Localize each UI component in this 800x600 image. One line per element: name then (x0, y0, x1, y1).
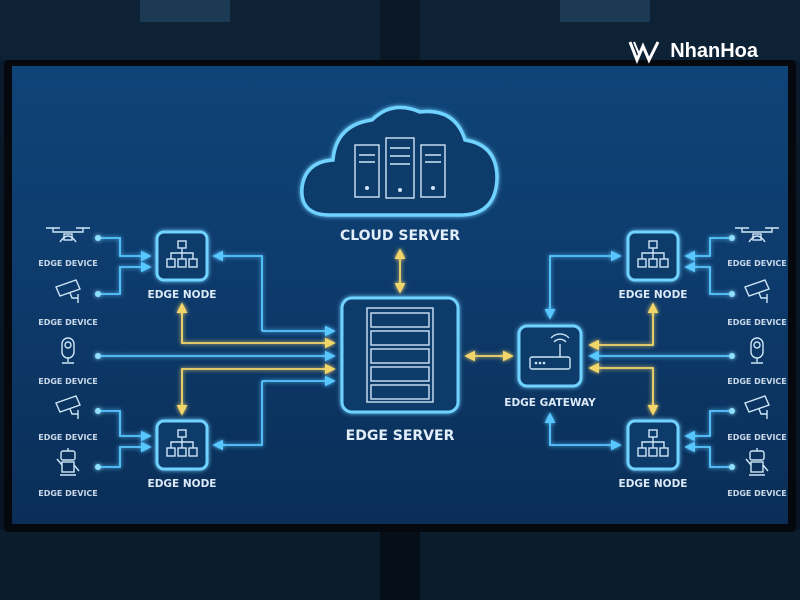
link (684, 261, 732, 295)
edge-node-label: EDGE NODE (619, 289, 688, 301)
edge-device-label: EDGE DEVICE (38, 433, 98, 442)
connection-lines (95, 235, 735, 470)
edge-device: EDGE DEVICE (727, 337, 787, 386)
nhanhoa-logo-mark (628, 41, 660, 64)
cloud-icon (300, 105, 499, 217)
link (176, 363, 336, 416)
hierarchy-icon (637, 429, 669, 457)
cloud-server (300, 105, 499, 217)
edge-device-label: EDGE DEVICE (38, 318, 98, 327)
smart-camera-icon (61, 337, 75, 364)
ceiling (0, 0, 800, 60)
link (684, 441, 732, 468)
edge-gateway-label: EDGE GATEWAY (504, 397, 596, 409)
brand-name: NhanHoa (670, 39, 758, 62)
edge-server-label: EDGE SERVER (346, 428, 455, 444)
edge-device: EDGE DEVICE (38, 448, 98, 498)
cloud-server-label: CLOUD SERVER (340, 228, 460, 244)
edge-device-label: EDGE DEVICE (727, 433, 787, 442)
security-camera-icon (55, 279, 81, 303)
edge-device: EDGE DEVICE (727, 279, 787, 327)
drone-icon (735, 227, 779, 243)
edge-device-label: EDGE DEVICE (727, 318, 787, 327)
edge-device: EDGE DEVICE (38, 395, 98, 442)
edge-device: EDGE DEVICE (38, 337, 98, 386)
edge-node-label: EDGE NODE (619, 478, 688, 490)
link (684, 237, 732, 262)
edge-device: EDGE DEVICE (727, 448, 787, 498)
edge-device: EDGE DEVICE (38, 279, 98, 327)
edge-node (155, 419, 209, 471)
smart-camera-icon (750, 337, 764, 364)
edge-device-label: EDGE DEVICE (727, 377, 787, 386)
edge-node-label: EDGE NODE (148, 478, 217, 490)
edge-device-label: EDGE DEVICE (38, 489, 98, 498)
edge-node (626, 419, 680, 471)
server-rack-icon (354, 137, 446, 199)
link (588, 302, 659, 351)
link (98, 237, 152, 262)
link (98, 261, 152, 295)
link (212, 381, 263, 451)
monitor-stand (380, 530, 420, 600)
edge-device: EDGE DEVICE (727, 395, 787, 442)
hierarchy-icon (166, 240, 198, 268)
nhanhoa-logo: NhanHoa (628, 38, 758, 64)
security-camera-icon (744, 279, 770, 303)
edge-device-label: EDGE DEVICE (727, 259, 787, 268)
edge-device-label: EDGE DEVICE (38, 377, 98, 386)
link-endpoints (95, 235, 735, 470)
link (98, 441, 152, 468)
edge-node (155, 230, 209, 282)
link (98, 410, 152, 442)
link (588, 362, 659, 416)
edge-device: EDGE DEVICE (38, 227, 98, 268)
edge-device-label: EDGE DEVICE (727, 489, 787, 498)
edge-device-label: EDGE DEVICE (38, 259, 98, 268)
drone-icon (46, 227, 90, 243)
security-camera-icon (55, 395, 81, 419)
edge-gateway (517, 324, 583, 388)
robot-icon (56, 448, 80, 476)
router-icon (529, 333, 571, 370)
link (684, 410, 732, 442)
link (544, 250, 622, 320)
link (544, 412, 622, 451)
edge-server (340, 296, 460, 414)
security-camera-icon (744, 395, 770, 419)
link (176, 302, 336, 349)
robot-icon (745, 448, 769, 476)
edge-device: EDGE DEVICE (727, 227, 787, 268)
edge-node (626, 230, 680, 282)
edge-node-label: EDGE NODE (148, 289, 217, 301)
server-stack-icon (366, 307, 434, 403)
hierarchy-icon (637, 240, 669, 268)
hierarchy-icon (166, 429, 198, 457)
